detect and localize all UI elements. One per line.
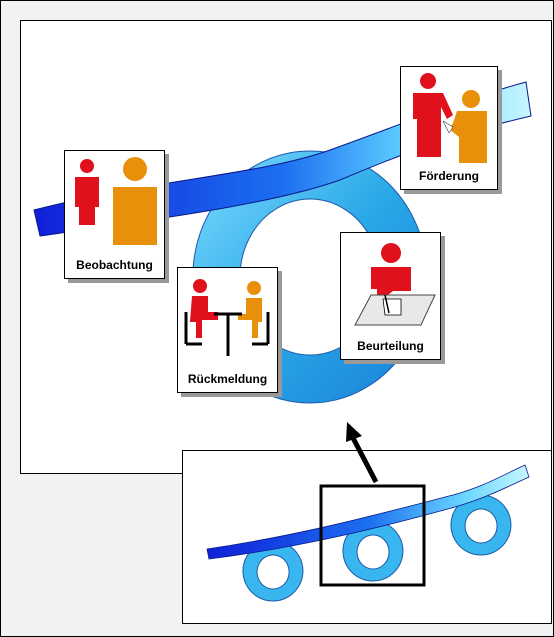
- inset-loop-3: [450, 494, 512, 556]
- observation-people-icon: [75, 157, 157, 245]
- foerderung-card: Förderung: [400, 66, 498, 190]
- rueckmeldung-card: Rückmeldung: [177, 267, 278, 393]
- rueckmeldung-label: Rückmeldung: [187, 372, 268, 386]
- beobachtung-label: Beobachtung: [76, 258, 153, 272]
- assessment-writing-icon: [354, 243, 436, 326]
- foerderung-label: Förderung: [419, 169, 479, 183]
- beurteilung-label: Beurteilung: [357, 339, 424, 353]
- inset-overview-frame: [182, 450, 552, 624]
- beobachtung-card: Beobachtung: [64, 150, 165, 279]
- beurteilung-card: Beurteilung: [340, 232, 441, 360]
- inset-ribbon-loops: [206, 464, 530, 602]
- inset-ribbon-band: [206, 464, 530, 560]
- inset-focus-box: [319, 484, 426, 587]
- feedback-conversation-icon: [184, 279, 270, 356]
- support-handshake-icon: [413, 73, 487, 163]
